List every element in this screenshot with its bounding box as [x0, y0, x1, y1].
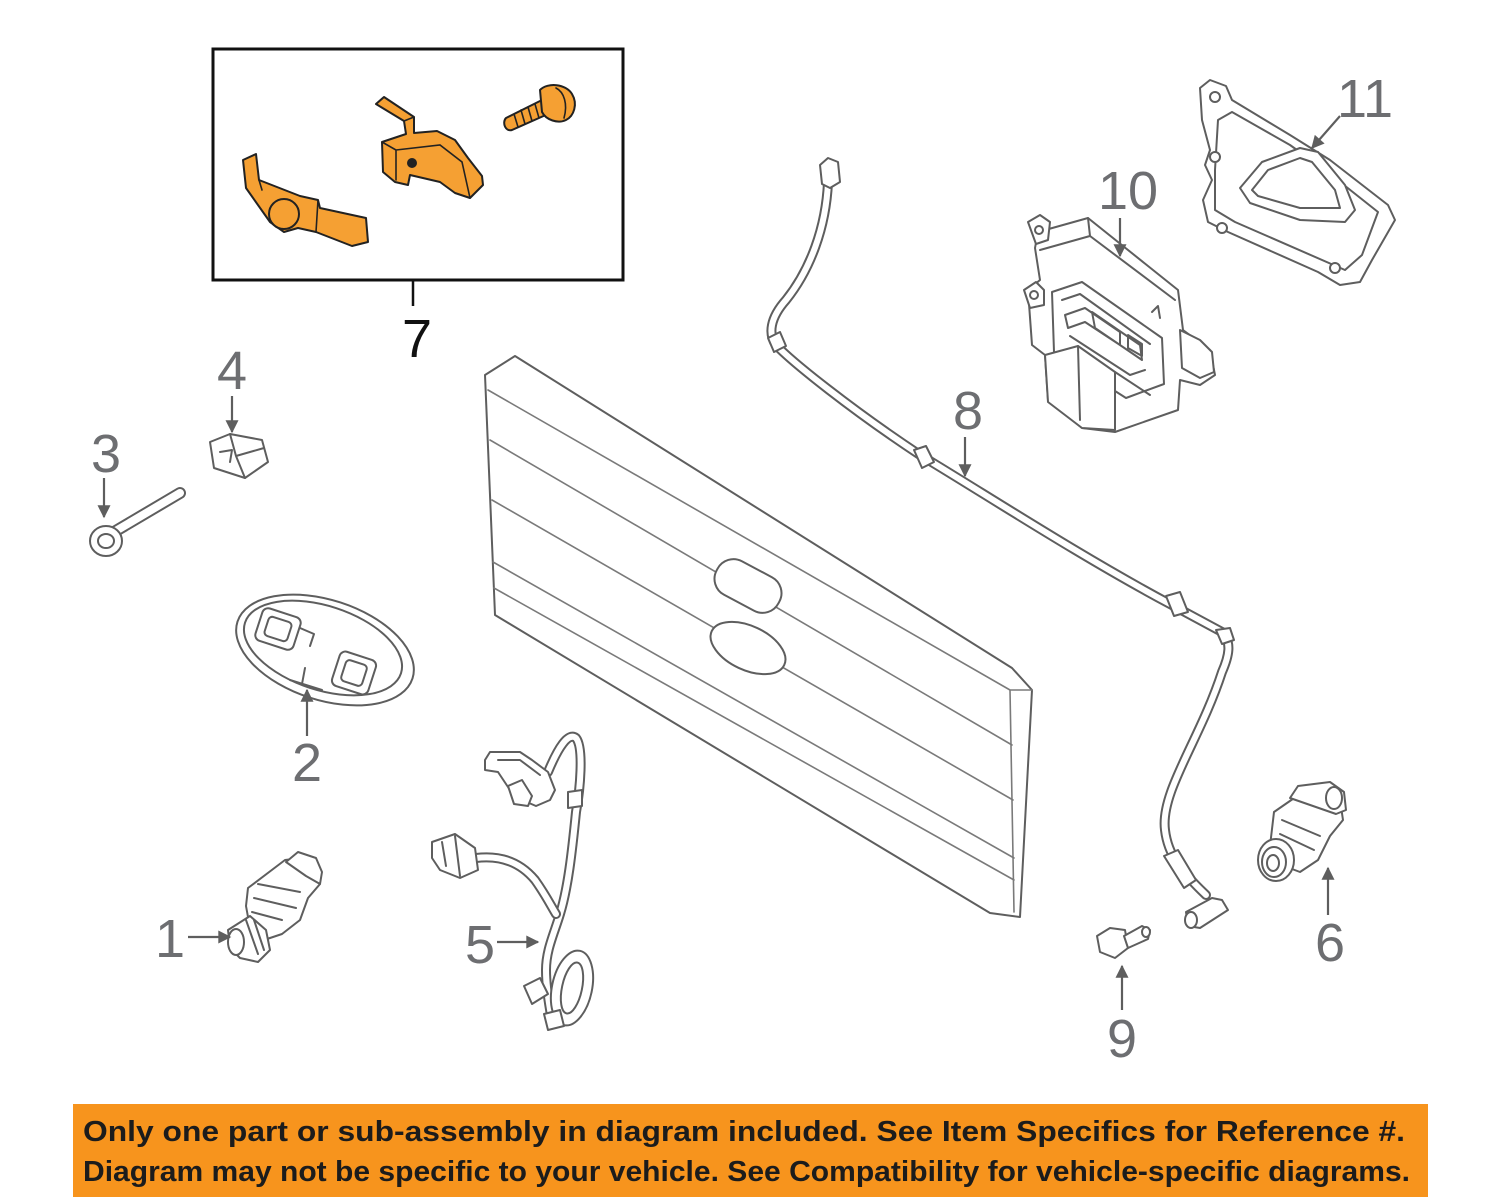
part-10-notch	[1151, 305, 1161, 319]
callout-6: 6	[1315, 913, 1345, 973]
tailgate-rib	[493, 587, 1015, 881]
part-7-bracket-body	[242, 153, 369, 247]
part-7-bolt-head	[539, 84, 576, 123]
part-6-camera	[1257, 781, 1347, 882]
part-7-latch-edges	[381, 116, 471, 199]
callout-arrow-11	[1311, 115, 1341, 149]
part-7-latch-hole	[407, 158, 417, 168]
part-2-emblem-clip	[254, 607, 302, 651]
callout-7: 7	[402, 309, 432, 369]
part-2-emblem-clip-inner	[263, 615, 293, 643]
part-5-upper-connector-edge	[497, 759, 541, 776]
part-10-tab-hole	[1034, 225, 1044, 235]
callout-8: 8	[953, 381, 983, 441]
part-11-plate-flange	[1214, 111, 1379, 271]
part-7-bolt-shaft	[503, 99, 549, 132]
part-7-bracket-boss	[268, 198, 300, 230]
part-11-raised-pad-inner	[1251, 157, 1341, 209]
part-8-grommet	[767, 331, 787, 353]
part-9-sensor	[1096, 925, 1151, 959]
part-11-hole	[1216, 222, 1228, 234]
part-6-camera-ridges	[1279, 819, 1321, 851]
disclaimer-banner-background	[73, 1104, 1428, 1197]
part-8-bend-sleeve	[1215, 627, 1235, 645]
part-1-camera	[227, 851, 323, 963]
callout-4: 4	[217, 341, 247, 401]
part-5-lower-connector-edge	[441, 835, 461, 877]
part-1-camera-barrel-rings	[245, 919, 265, 955]
part-7-bolt	[503, 84, 576, 132]
part-11-hole	[1329, 262, 1341, 274]
part-7-latch-body	[375, 96, 484, 199]
part-10-module	[1023, 214, 1216, 433]
part-3-washer-hole	[97, 533, 115, 549]
tailgate-top-lip	[487, 389, 1033, 913]
part-10-side-connector	[1179, 329, 1215, 379]
tailgate-panel	[484, 355, 1033, 918]
part-2-emblem-clip-inner	[340, 659, 368, 687]
part-7-bolt-head-face	[555, 87, 567, 119]
part-11-bracket	[1199, 79, 1396, 286]
part-6-camera-lens	[1266, 854, 1280, 872]
disclaimer-banner: Only one part or sub-assembly in diagram…	[73, 1104, 1428, 1197]
callout-2: 2	[292, 733, 322, 793]
part-2-emblem-center-tabs	[289, 627, 323, 691]
part-7-bolt-threads	[513, 103, 540, 128]
tailgate-ford-oval	[709, 620, 787, 676]
part-1-camera-lens	[227, 928, 245, 956]
part-7-bracket-crease	[258, 179, 319, 233]
part-11-raised-pad	[1239, 147, 1356, 223]
part-10-connector-slots	[1061, 293, 1151, 376]
tailgate-handle-recess	[713, 558, 783, 614]
part-4-clip-edges	[219, 433, 265, 479]
callout-9: 9	[1107, 1009, 1137, 1069]
part-8-top-connector	[819, 157, 841, 189]
part-7-bracket	[242, 153, 369, 247]
part-5-sleeve	[567, 789, 583, 809]
disclaimer-line-1: Only one part or sub-assembly in diagram…	[83, 1116, 1405, 1148]
part-5-upper-connector-lock	[507, 779, 533, 807]
part-8-end-connector-face	[1184, 911, 1198, 929]
part-5-harness	[431, 737, 595, 1031]
part-10-tab-hole	[1029, 290, 1039, 300]
part-11-hole	[1209, 151, 1221, 163]
part-1-camera-connector	[285, 851, 323, 885]
part-8-clip	[1165, 591, 1189, 617]
part-5-upper-connector	[484, 751, 556, 807]
part-9-sensor-body	[1096, 927, 1129, 959]
part-7-group	[211, 47, 625, 306]
part-5-mount-clip	[523, 977, 549, 1005]
part-2-emblem	[235, 593, 415, 707]
part-3-bolt-shaft-fill	[110, 489, 184, 536]
part-7-latch	[375, 96, 484, 199]
part-4-clip	[209, 433, 269, 479]
part-2-emblem-clip	[330, 650, 378, 696]
part-7-frame	[211, 47, 625, 282]
part-5-loop-inner	[559, 961, 585, 1015]
part-5-end-grommet	[543, 1009, 565, 1031]
part-6-connector-face	[1325, 786, 1343, 810]
part-3-bolt	[89, 487, 186, 557]
callout-10: 10	[1098, 161, 1158, 221]
tailgate-rib	[492, 561, 1015, 859]
disclaimer-line-2: Diagram may not be specific to your vehi…	[83, 1156, 1410, 1188]
part-8-cable	[767, 157, 1235, 929]
callout-11: 11	[1337, 69, 1393, 129]
part-8-clip	[913, 445, 935, 469]
part-11-hole	[1209, 91, 1221, 103]
callout-1: 1	[155, 909, 185, 969]
part-10-lower-block-edge	[1077, 345, 1151, 421]
part-8-end-sleeve	[1163, 849, 1197, 889]
callout-3: 3	[91, 424, 121, 484]
callout-5: 5	[465, 915, 495, 975]
part-9-sensor-tip	[1141, 926, 1151, 938]
part-10-top-edge	[1039, 217, 1176, 301]
part-1-camera-ridges	[251, 883, 301, 921]
